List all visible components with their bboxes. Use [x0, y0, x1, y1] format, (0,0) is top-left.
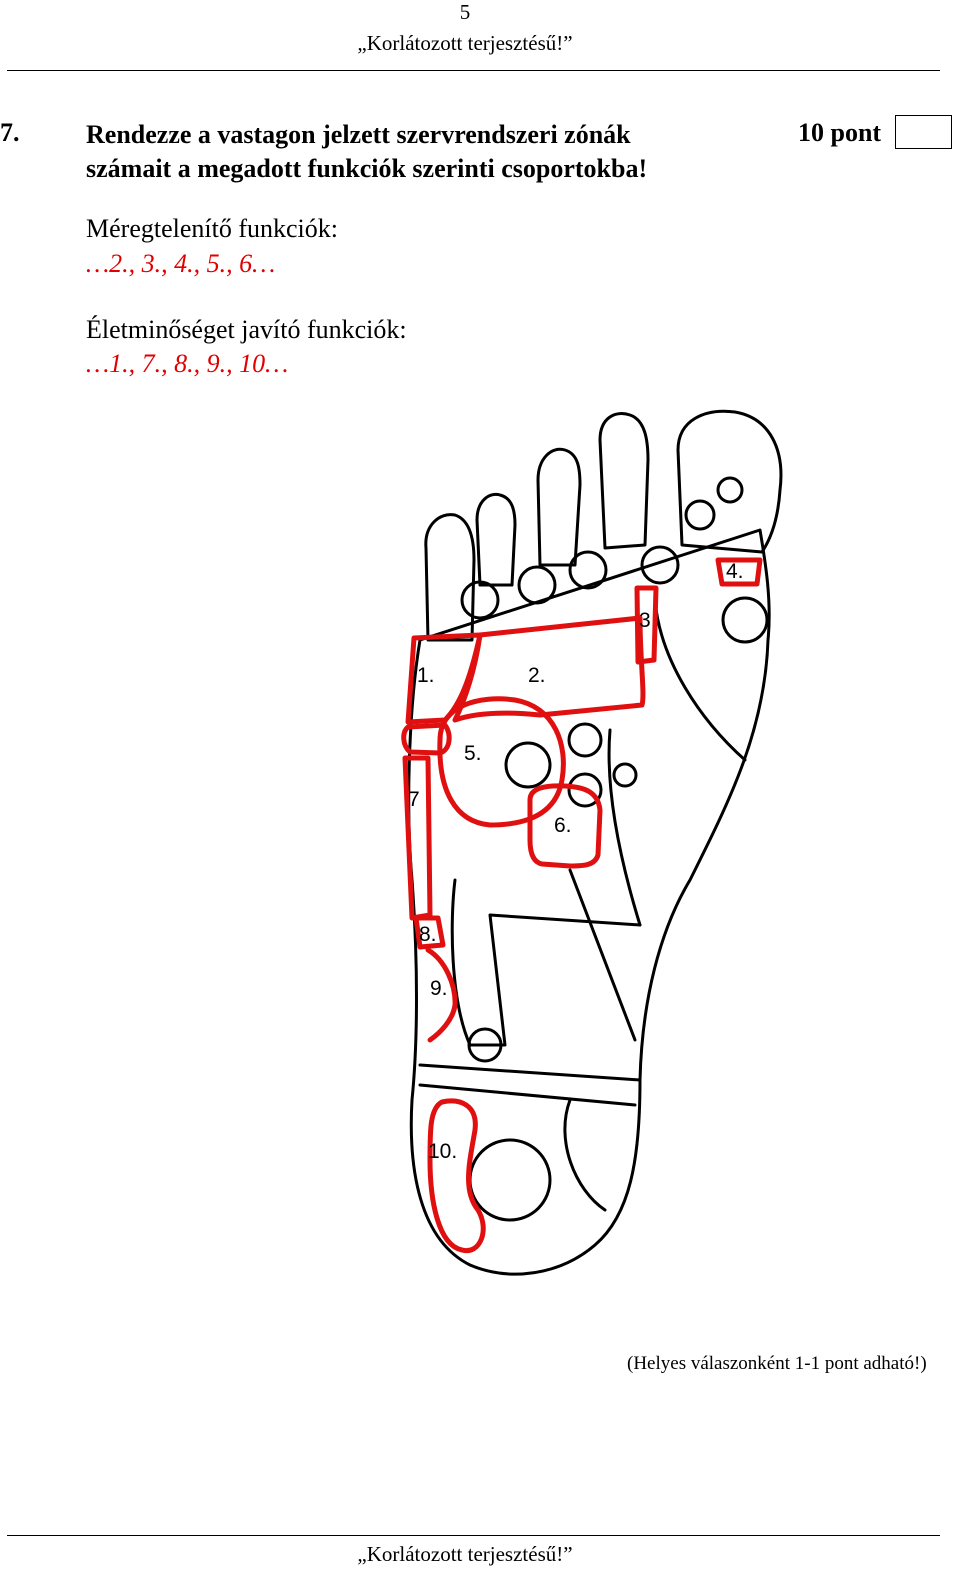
zone-5	[437, 696, 566, 828]
heel-circle	[468, 1138, 552, 1222]
waist-line	[418, 1063, 642, 1082]
question-text-line-1: Rendezze a vastagon jelzett szervrendsze…	[86, 120, 631, 149]
question-text-line-2: számait a megadott funkciók szerinti cso…	[86, 154, 648, 183]
toe-joint-1	[460, 580, 500, 620]
big-toe-circle	[716, 476, 744, 504]
zone-10	[427, 1098, 486, 1254]
group-label-detox: Méregtelenítő funkciók:	[86, 214, 338, 243]
footer-rule	[7, 1535, 940, 1536]
diagonal-line	[568, 868, 637, 1042]
toe-joint-3	[568, 550, 608, 590]
zone-label-2: 2.	[528, 664, 546, 687]
highlighted-zones	[401, 557, 763, 1254]
score-box[interactable]	[895, 115, 952, 149]
fourth-toe	[475, 492, 517, 587]
page-number: 5	[459, 0, 471, 24]
zone-label-5: 5.	[464, 742, 482, 765]
question-text: Rendezze a vastagon jelzett szervrendsze…	[86, 118, 726, 186]
page-header: „Korlátozott terjesztésű!”	[357, 31, 573, 55]
zone-1-knob	[401, 722, 452, 756]
small-circle-a	[567, 722, 603, 758]
zone-label-9: 9.	[430, 977, 448, 1000]
arm-zone	[450, 878, 642, 1047]
toe-joint-4	[640, 545, 680, 585]
big-toe-ball-circle	[721, 596, 769, 644]
question-number: 7.	[0, 118, 20, 147]
sole-outline	[407, 528, 771, 1276]
arch-line	[607, 728, 642, 927]
small-circle-b	[612, 762, 638, 788]
group-answer-quality[interactable]: …1., 7., 8., 9., 10…	[86, 349, 289, 378]
third-toe	[536, 447, 582, 567]
zone-6	[527, 783, 603, 869]
group-label-quality: Életminőséget javító funkciók:	[86, 315, 407, 344]
group-answer-detox[interactable]: …2., 3., 4., 5., 6…	[86, 249, 276, 278]
zone-label-10: 10.	[428, 1140, 457, 1163]
zone-7	[402, 755, 433, 921]
page-footer: „Korlátozott terjesztésű!”	[357, 1542, 573, 1566]
scoring-note: (Helyes válaszonként 1-1 pont adható!)	[627, 1353, 927, 1374]
small-circle-c	[567, 772, 603, 808]
zone-2	[452, 615, 646, 723]
heel-zone-right	[563, 1098, 607, 1212]
toe-joint-2	[517, 565, 557, 605]
zone-labels: 1. 2. 3 4. 5. 6. 7 8. 9. 10.	[408, 560, 744, 1163]
header-rule	[7, 70, 940, 71]
big-toe	[676, 409, 783, 554]
zone-4	[715, 557, 763, 587]
zone-label-8: 8.	[419, 923, 437, 946]
foot-outline	[407, 409, 783, 1276]
zone-8	[413, 915, 446, 950]
zone-3	[634, 585, 659, 665]
big-toe-circle-2	[684, 499, 716, 531]
inner-arch-line	[653, 598, 747, 762]
knee-circle	[467, 1027, 503, 1063]
zone-label-7: 7	[408, 788, 420, 811]
small-circle-d	[504, 741, 552, 789]
zone-label-3: 3	[639, 609, 651, 632]
zone-label-1: 1.	[417, 664, 435, 687]
zone-label-4: 4.	[726, 560, 744, 583]
zone-label-6: 6.	[554, 814, 572, 837]
small-toe	[424, 513, 476, 642]
second-toe	[598, 412, 650, 550]
points-label: 10 pont	[798, 118, 882, 147]
zone-9	[425, 947, 458, 1043]
waist-line-2	[418, 1083, 637, 1107]
